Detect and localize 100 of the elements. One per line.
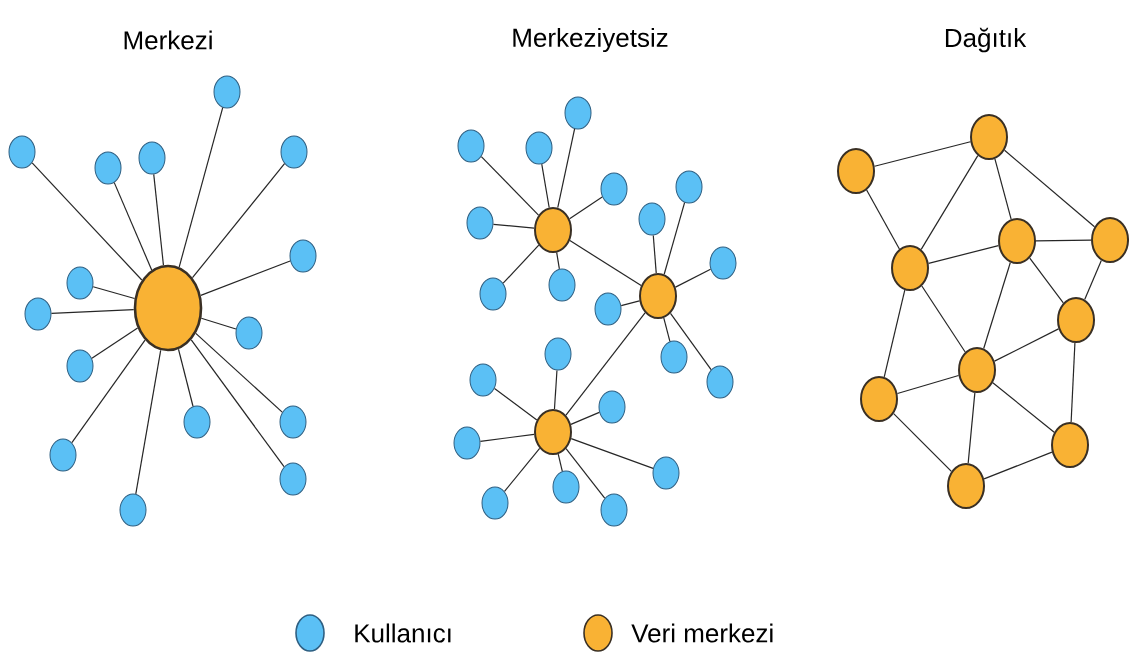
user-node [94,151,122,185]
user-node [469,363,497,397]
connector-line [71,339,146,444]
user-node [709,246,737,280]
connector-line [983,261,1011,350]
server-node [958,347,996,393]
server-node [1091,217,1129,263]
connector-line [191,163,286,279]
server-node [998,218,1036,264]
connector-line [195,332,283,413]
connector-line [177,348,194,407]
connector-line [492,223,535,229]
connector-line [569,196,603,220]
user-node [453,426,481,460]
connector-line [994,158,1012,220]
user-node [564,96,592,130]
server-node [1051,422,1089,468]
user-node [24,297,52,331]
connector-line [92,286,136,300]
connector-line [570,411,600,425]
connector-line [50,309,135,314]
connector-line [883,289,906,378]
user-node [466,206,494,240]
connector-line [190,339,285,468]
server-node [947,463,985,509]
user-node [552,470,580,504]
user-node [660,340,688,374]
user-node [279,462,307,496]
connector-line [1003,149,1096,228]
user-node [183,405,211,439]
connector-line [113,182,153,271]
legend-label: Veri merkezi [631,623,773,643]
connector-line [565,448,606,499]
connector-line [920,155,979,251]
connector-line [479,433,535,442]
user-node [544,337,572,371]
user-node [638,202,666,236]
connector-line [178,107,224,268]
user-node [600,493,628,527]
user-node [479,277,507,311]
user-node [594,292,622,326]
server-node [133,264,203,352]
connector-line [1084,259,1102,301]
user-node [138,141,166,175]
server-node [1057,297,1095,343]
user-node [49,438,77,472]
connector-line [565,312,646,416]
user-node [600,172,628,206]
connector-line [557,453,563,472]
panel-heading: Merkeziyetsiz [513,27,668,53]
legend-label: Kullanıcı [355,623,451,643]
connector-line [993,328,1060,362]
connector-line [1070,342,1076,423]
connector-line [553,369,558,410]
connector-line [866,189,900,250]
connector-line [541,163,550,209]
user-node [8,135,36,169]
connector-line [896,374,960,395]
connector-line [153,173,165,266]
connector-line [893,413,952,472]
connector-line [983,451,1053,480]
user-node [66,349,94,383]
server-node [639,273,677,319]
connector-line [31,162,143,281]
connector-line [200,260,291,296]
connector-line [928,245,999,264]
user-node [119,493,147,527]
connector-line [503,447,541,492]
user-node [213,75,241,109]
server-node [860,376,898,422]
user-node [481,486,509,520]
user-node [706,365,734,399]
connector-line [874,141,971,167]
user-node [457,129,485,163]
server-node [891,245,929,291]
connector-line [967,392,976,464]
connector-line [1029,257,1064,304]
panel-heading: Dağıtık [945,27,1027,53]
connector-line [669,312,712,371]
connector-line [480,156,540,216]
connector-line [570,438,654,469]
user-node [279,405,307,439]
server-node [970,114,1008,160]
user-node [652,456,680,490]
connector-line [569,240,642,286]
user-node [280,135,308,169]
user-node [66,266,94,300]
connector-line [200,317,237,330]
connector-line [652,234,657,274]
user-node [525,131,553,165]
connector-line [992,382,1055,433]
connector-line [91,327,139,359]
connector-line [557,128,576,209]
connector-line [135,349,162,495]
user-node [675,170,703,204]
user-node [289,239,317,273]
connector-line [1035,239,1092,242]
user-node [235,316,263,350]
connector-line [493,387,538,421]
server-node [534,409,572,455]
